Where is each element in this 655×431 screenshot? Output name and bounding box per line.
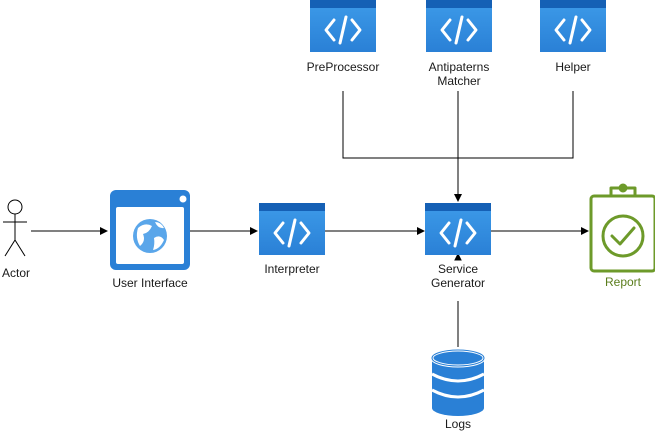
actor-label: Actor <box>1 266 31 280</box>
edge-helper-to-service <box>458 91 574 159</box>
edges <box>31 91 589 347</box>
edge-logs-arrowhead <box>454 252 462 261</box>
logs-label: Logs <box>444 417 472 431</box>
code-icon <box>259 203 325 255</box>
database-icon <box>430 348 486 416</box>
code-icon <box>425 203 491 255</box>
code-icon <box>426 0 492 52</box>
edge-preprocessor-to-service <box>342 91 458 159</box>
person-icon <box>3 199 27 257</box>
user-interface-label: User Interface <box>112 276 188 290</box>
report-label: Report <box>604 275 642 289</box>
code-icon <box>310 0 376 52</box>
service-generator-label: Service Generator <box>430 262 486 290</box>
helper-label: Helper <box>555 60 591 74</box>
browser-globe-icon <box>110 190 190 270</box>
code-icon <box>540 0 606 52</box>
preprocessor-label: PreProcessor <box>306 60 380 74</box>
interpreter-label: Interpreter <box>264 262 320 276</box>
antipaterns-matcher-label: Antipaterns Matcher <box>428 60 490 88</box>
clipboard-check-icon <box>589 183 655 273</box>
